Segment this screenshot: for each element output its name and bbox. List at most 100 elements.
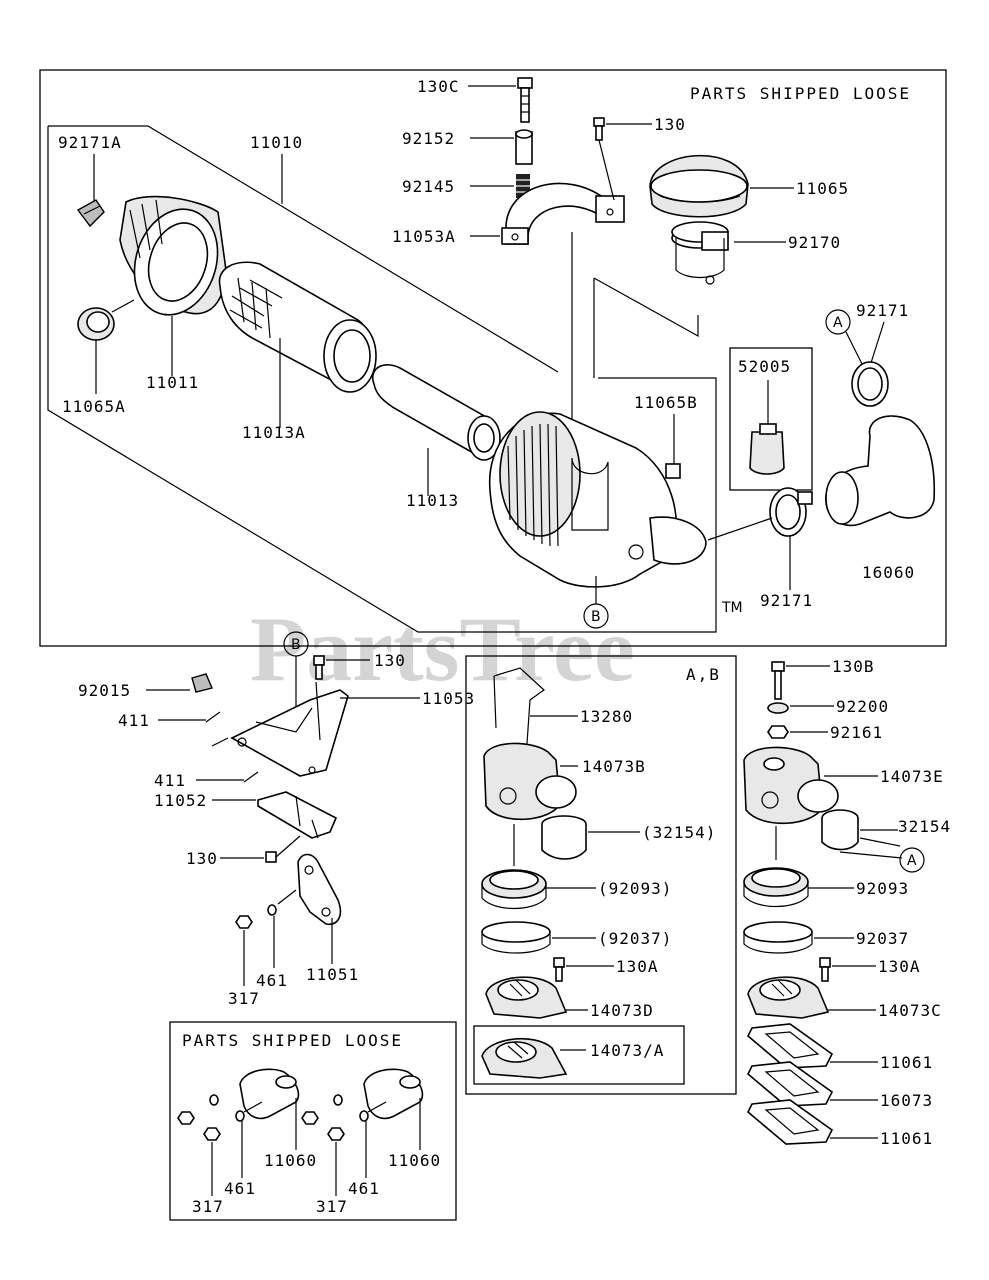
ref-circle-a-top-text: A — [833, 315, 843, 331]
bolt-130b-icon — [771, 661, 785, 700]
label-14073c: 14073C — [878, 1001, 942, 1020]
clamp-92171-top-icon — [851, 361, 889, 407]
base-14073c-icon — [747, 976, 830, 1019]
washer-411-mid — [211, 737, 229, 747]
clamp-92170-icon — [671, 221, 729, 285]
label-461-a: 461 — [224, 1179, 256, 1198]
subassembly-frame-top — [48, 125, 559, 373]
label-11051: 11051 — [306, 965, 359, 984]
ref-circle-a-bottom-text: A — [907, 853, 917, 869]
washer-92200-icon — [767, 702, 789, 714]
label-11060-b: 11060 — [388, 1151, 441, 1170]
label-92161: 92161 — [830, 723, 883, 742]
label-11010: 11010 — [250, 133, 303, 152]
label-92037: 92037 — [856, 929, 909, 948]
leader-461-b-link — [367, 1101, 387, 1113]
watermark-tm: TM — [721, 600, 743, 616]
label-92015: 92015 — [78, 681, 131, 700]
nut-317-a-icon — [177, 1111, 221, 1141]
leader-461-link — [277, 889, 297, 905]
seal-92093-paren-icon — [481, 869, 547, 909]
washer-461-icon — [267, 904, 277, 916]
nut-317-b-icon — [301, 1111, 345, 1141]
bracket-11060-b-icon — [363, 1068, 424, 1120]
label-92171-bot: 92171 — [760, 591, 813, 610]
cover-14073b-icon — [483, 742, 577, 821]
label-92170: 92170 — [788, 233, 841, 252]
strap-11053a-icon — [501, 182, 625, 245]
label-32154-paren: (32154) — [642, 823, 716, 842]
strap-13280-icon — [493, 667, 545, 759]
bolt-130a-mid-icon — [553, 957, 565, 982]
label-317: 317 — [228, 989, 260, 1008]
watermark: PartsTree — [250, 598, 635, 700]
label-411-a: 411 — [118, 711, 150, 730]
bracket-11052-icon — [257, 791, 338, 839]
label-411-b: 411 — [154, 771, 186, 790]
base-14073a-icon — [481, 1037, 568, 1079]
main-box-header: PARTS SHIPPED LOOSE — [690, 84, 911, 103]
indicator-52005-icon — [749, 423, 785, 475]
collar-92152-icon — [515, 129, 533, 165]
label-130-top: 130 — [654, 115, 686, 134]
valve-11065b-icon — [665, 463, 681, 479]
label-461: 461 — [256, 971, 288, 990]
subassembly-frame-bottom — [47, 126, 717, 633]
clamp-92171-bot-icon — [769, 487, 813, 537]
label-317-b: 317 — [316, 1197, 348, 1216]
box-52005 — [729, 347, 813, 491]
ref-circle-b-main-text: B — [591, 609, 601, 625]
nut-92161-icon — [767, 725, 789, 739]
subassembly-frame-link — [593, 277, 699, 338]
washer-461-b-icon — [333, 1094, 369, 1122]
label-11011: 11011 — [146, 373, 199, 392]
label-11013a: 11013A — [242, 423, 306, 442]
label-130a-mid: 130A — [616, 957, 659, 976]
band-92037-paren-icon — [481, 921, 551, 954]
label-92171-top: 92171 — [856, 301, 909, 320]
gasket-11061-b-icon — [747, 1099, 834, 1145]
label-16060: 16060 — [862, 563, 915, 582]
washer-411-b — [243, 771, 259, 783]
label-11065: 11065 — [796, 179, 849, 198]
label-14073a: 14073/A — [590, 1041, 664, 1060]
label-130-low: 130 — [186, 849, 218, 868]
box-14073a — [473, 1025, 685, 1085]
label-11013: 11013 — [406, 491, 459, 510]
clip-92015-icon — [191, 673, 213, 693]
label-11061-a: 11061 — [880, 1053, 933, 1072]
plate-11051-icon — [297, 853, 342, 925]
label-317-a: 317 — [192, 1197, 224, 1216]
label-92171a: 92171A — [58, 133, 122, 152]
label-14073b: 14073B — [582, 757, 646, 776]
clip-92171a-icon — [76, 199, 105, 228]
label-11060-a: 11060 — [264, 1151, 317, 1170]
element-11013-icon — [371, 364, 501, 461]
nut-317-icon — [235, 915, 253, 929]
bolt-130c-icon — [517, 77, 533, 123]
bolt-130-low-icon — [265, 835, 301, 863]
label-130-mid: 130 — [374, 651, 406, 670]
cap-11065a-icon — [77, 307, 115, 341]
main-assembly-frame — [39, 69, 947, 647]
label-92152: 92152 — [402, 129, 455, 148]
box-ab — [465, 655, 737, 1095]
band-92037-icon — [743, 921, 813, 954]
washer-411-a — [205, 711, 221, 723]
label-16073: 16073 — [880, 1091, 933, 1110]
label-32154: 32154 — [898, 817, 951, 836]
pipe-32154-icon — [821, 809, 859, 851]
ref-circle-a-top — [825, 309, 851, 335]
bolt-130-mid-icon — [313, 655, 325, 680]
hose-16060-icon — [825, 415, 936, 527]
housing-air-cleaner-icon — [488, 411, 707, 588]
label-11065a: 11065A — [62, 397, 126, 416]
box-ab-header: A,B — [686, 665, 721, 684]
label-14073d: 14073D — [590, 1001, 654, 1020]
label-11053a: 11053A — [392, 227, 456, 246]
leader-outlet-to-clamp — [707, 517, 773, 541]
box-loose — [169, 1021, 457, 1221]
label-92145: 92145 — [402, 177, 455, 196]
label-92093-paren: (92093) — [598, 879, 672, 898]
